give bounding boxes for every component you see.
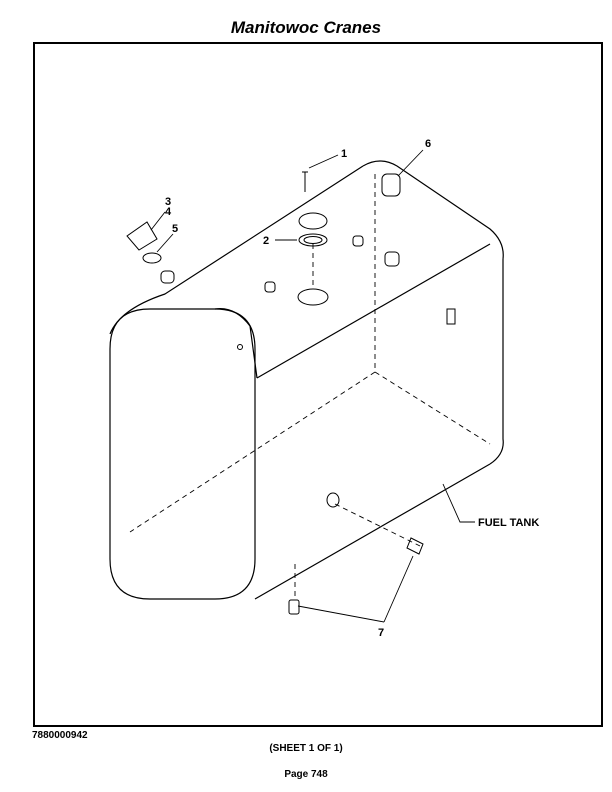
page-title: Manitowoc Cranes <box>230 18 382 37</box>
tank-right-edge <box>489 259 504 465</box>
page-number: Page 748 <box>284 769 328 780</box>
bolt-part-1 <box>302 171 308 192</box>
filler-neck <box>160 270 175 284</box>
fuel-tank-label: FUEL TANK <box>478 517 539 529</box>
leader-fuel-tank <box>442 483 475 523</box>
leader-6 <box>397 149 424 177</box>
diagram-frame: 1 2 3 4 5 6 7 FUEL TANK <box>33 42 603 727</box>
sheet-label: (SHEET 1 OF 1) <box>269 743 343 754</box>
callout-5: 5 <box>172 223 178 235</box>
leader-5 <box>156 233 174 253</box>
leader-7 <box>297 555 414 623</box>
fuel-tank-diagram: 1 2 3 4 5 6 7 FUEL TANK <box>109 138 539 639</box>
side-bracket <box>446 308 456 325</box>
callout-3: 3 <box>165 196 171 208</box>
drain-fitting <box>326 492 340 508</box>
callout-7: 7 <box>378 627 384 639</box>
top-fitting-left <box>264 281 276 293</box>
filler-cap-part-3 <box>126 221 158 251</box>
tank-bottom-edge <box>254 463 491 600</box>
drain-centerline <box>334 503 421 547</box>
callout-4: 4 <box>165 206 172 218</box>
document-number: 7880000942 <box>32 730 88 741</box>
hidden-edge-right <box>374 371 491 445</box>
o-ring-part-5 <box>142 252 162 264</box>
tank-top-left-edge <box>109 165 364 335</box>
tank-mid-edge <box>256 243 491 379</box>
tank-top-rear-edge <box>362 160 504 260</box>
drain-plug-part-7b <box>288 599 300 615</box>
tank-vent-dot <box>237 344 243 350</box>
callout-6: 6 <box>425 138 431 150</box>
tank-front-face <box>109 308 256 600</box>
fitting-part-6 <box>381 173 401 197</box>
callout-2: 2 <box>263 235 269 247</box>
sending-unit-plate <box>298 212 328 230</box>
tank-flange <box>297 288 329 306</box>
fitting-part-6-base <box>384 251 400 267</box>
drain-plug-part-7a <box>406 537 424 555</box>
leader-1 <box>308 154 339 169</box>
gasket-part-2 <box>298 233 328 247</box>
callout-1: 1 <box>341 148 347 160</box>
top-fitting-right <box>352 235 364 247</box>
gasket-part-2-inner <box>303 236 323 244</box>
leader-3-4 <box>150 211 166 231</box>
tank-top-front-edge <box>214 308 258 379</box>
hidden-edge-left <box>129 371 376 533</box>
